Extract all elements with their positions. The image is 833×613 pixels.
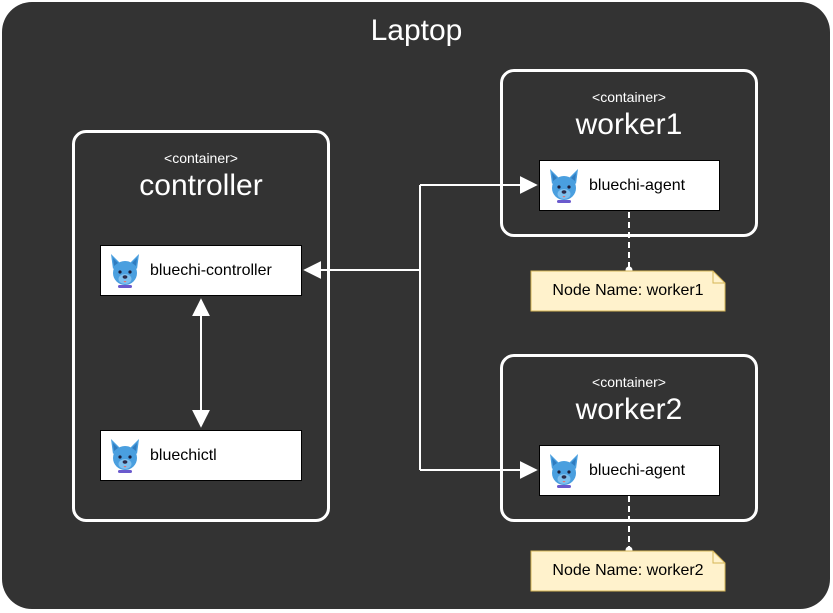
- note-shape: [530, 550, 726, 592]
- worker2-note-label: Node Name: worker2: [552, 562, 704, 579]
- controller-stereotype: <container>: [164, 150, 238, 166]
- bluechi-dog-icon: [547, 452, 581, 490]
- worker1-container: <container> worker1: [500, 69, 758, 237]
- worker2-agent-component: bluechi-agent: [539, 445, 720, 496]
- worker1-stereotype: <container>: [592, 89, 666, 105]
- laptop-title: Laptop: [370, 14, 463, 47]
- worker2-container: <container> worker2: [500, 354, 758, 522]
- bluechi-controller-component: bluechi-controller: [100, 245, 302, 296]
- controller-container-name: controller: [139, 169, 263, 202]
- worker1-node-note: Node Name: worker1: [530, 270, 726, 312]
- worker1-container-name: worker1: [575, 108, 683, 141]
- worker1-note-label: Node Name: worker1: [552, 282, 704, 299]
- bluechi-dog-icon: [547, 167, 581, 205]
- worker1-agent-component: bluechi-agent: [539, 160, 720, 211]
- worker2-node-note: Node Name: worker2: [530, 550, 726, 592]
- controller-container: <container> controller: [72, 130, 330, 522]
- worker2-agent-label: bluechi-agent: [589, 461, 686, 479]
- worker1-agent-label: bluechi-agent: [589, 176, 686, 194]
- bluechictl-component: bluechictl: [100, 430, 302, 481]
- note-shape: [530, 270, 726, 312]
- worker2-container-name: worker2: [575, 393, 683, 426]
- bluechi-controller-label: bluechi-controller: [150, 261, 272, 279]
- bluechi-dog-icon: [108, 252, 142, 290]
- worker2-stereotype: <container>: [592, 374, 666, 390]
- bluechictl-label: bluechictl: [150, 446, 217, 464]
- bluechi-dog-icon: [108, 437, 142, 475]
